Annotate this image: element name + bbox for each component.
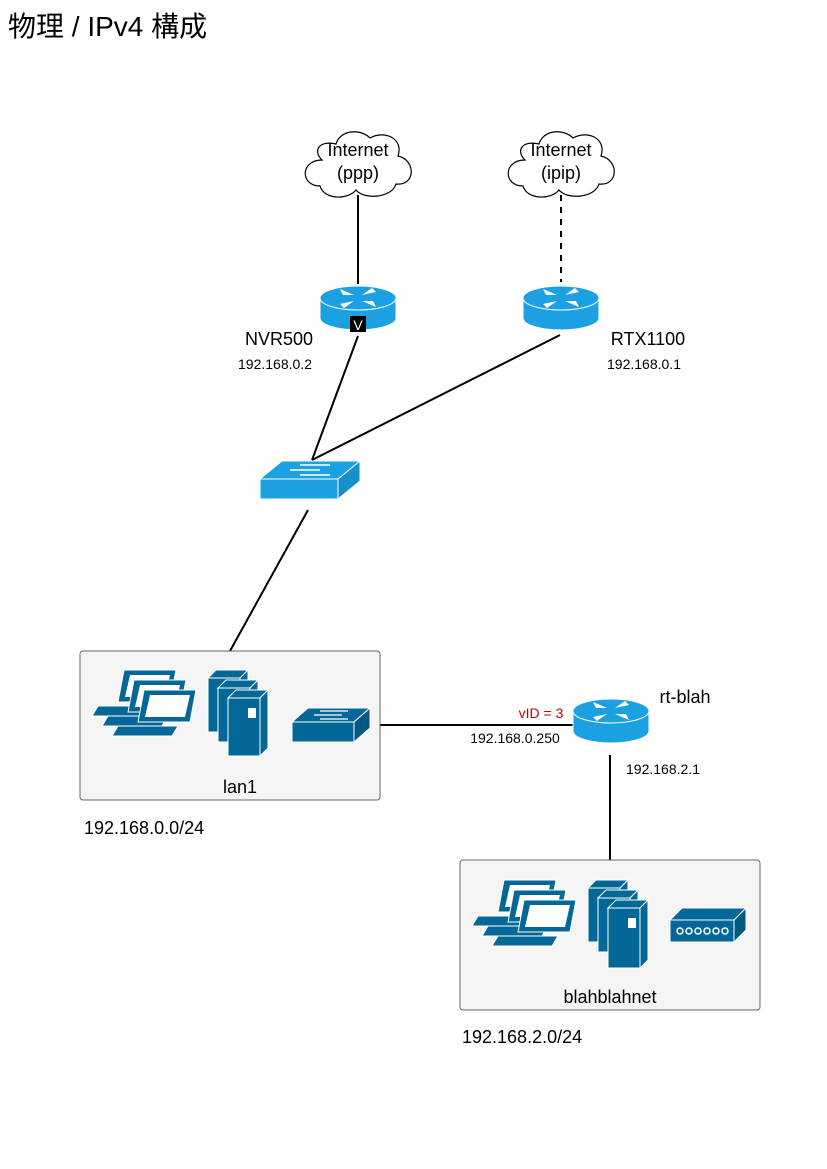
router-name: NVR500 [245,329,313,349]
vpn-badge [350,316,366,332]
connections [229,195,611,860]
switch-icon [259,460,361,500]
router-ip-lan: 192.168.0.250 [470,730,560,746]
cloud-internet-ipip: Internet (ipip) [507,131,615,198]
core-switch[interactable] [259,460,361,500]
router-rt-blah[interactable]: rt-blah vID = 3 192.168.0.250 192.168.2.… [470,687,710,777]
router-nvr500[interactable]: V NVR500 192.168.0.2 [238,285,397,372]
cloud-label-line2: (ppp) [337,163,379,183]
server-rack-icon [206,668,270,758]
router-ip-net: 192.168.2.1 [626,761,700,777]
workstation-icon [471,879,577,947]
cloud-label-line1: Internet [530,140,591,160]
vpn-badge-label: V [353,317,363,333]
router-rtx1100[interactable]: RTX1100 192.168.0.1 [522,285,685,372]
cloud-icon [507,131,615,198]
group-blahblahnet[interactable]: blahblahnet [459,859,761,1011]
group-lan1[interactable]: lan1 [79,650,381,801]
router-ip: 192.168.0.2 [238,356,312,372]
vlan-id-label: vID = 3 [519,705,564,721]
router-name: RTX1100 [611,329,685,349]
cloud-icon [304,131,412,198]
router-name: rt-blah [659,687,710,707]
cloud-label-line1: Internet [327,140,388,160]
page-title: 物理 / IPv4 構成 [8,11,207,42]
modem-icon [668,906,748,944]
group-label: lan1 [223,777,257,797]
subnet-label-blahblahnet: 192.168.2.0/24 [462,1027,582,1047]
workstation-icon [91,669,197,737]
link-switch-lan1 [229,509,309,652]
router-icon [572,698,650,744]
link-nvr500-switch [311,335,359,461]
router-icon [522,285,600,331]
server-rack-icon [586,878,650,970]
switch-icon [290,706,372,744]
router-ip: 192.168.0.1 [607,356,681,372]
subnet-label-lan1: 192.168.0.0/24 [84,818,204,838]
group-label: blahblahnet [563,987,656,1007]
cloud-internet-ppp: Internet (ppp) [304,131,412,198]
link-rtx1100-switch [311,334,561,461]
cloud-label-line2: (ipip) [541,163,581,183]
